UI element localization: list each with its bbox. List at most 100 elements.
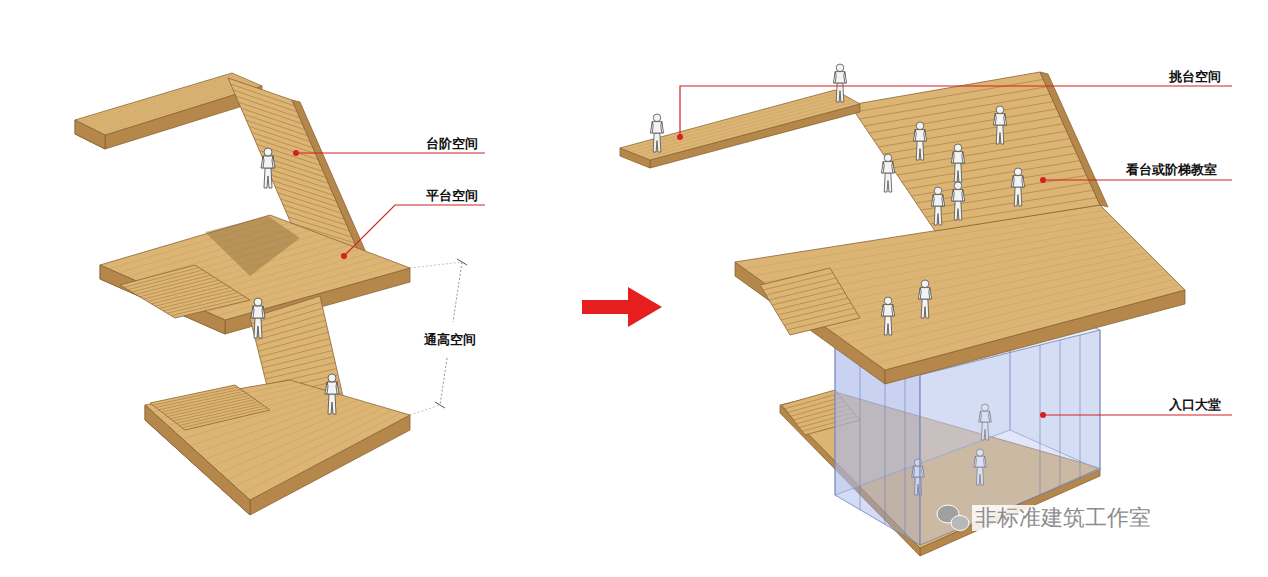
step-line bbox=[87, 78, 244, 126]
wechat-icon bbox=[937, 505, 969, 531]
person-figure bbox=[951, 144, 964, 182]
person-figure bbox=[918, 280, 931, 318]
step-line bbox=[859, 87, 1046, 119]
slab-top bbox=[620, 90, 860, 160]
step-line bbox=[267, 169, 331, 190]
mullion bbox=[905, 366, 906, 536]
step-line bbox=[93, 81, 250, 129]
step-line bbox=[883, 124, 1063, 154]
step-line bbox=[787, 313, 857, 330]
step-line bbox=[171, 298, 246, 316]
mullion bbox=[1080, 335, 1081, 478]
step-line bbox=[635, 97, 848, 154]
leader-line bbox=[680, 86, 1232, 137]
person-figure bbox=[261, 148, 275, 188]
leader-line bbox=[1043, 179, 1232, 180]
person-figure bbox=[931, 187, 944, 225]
step-line bbox=[819, 253, 1147, 323]
step-line bbox=[96, 82, 253, 130]
person-figure bbox=[913, 122, 926, 160]
step-line bbox=[275, 187, 339, 208]
step-line bbox=[251, 302, 321, 324]
leader-line bbox=[296, 152, 485, 153]
step-line bbox=[902, 153, 1077, 182]
stair bbox=[760, 268, 860, 335]
callout-label: 入口大堂 bbox=[1168, 397, 1222, 413]
step-line bbox=[744, 210, 1105, 268]
step-line bbox=[283, 205, 347, 225]
person-figure bbox=[325, 374, 339, 414]
step-line bbox=[810, 248, 1143, 317]
person-figure bbox=[833, 64, 846, 102]
step-line bbox=[99, 83, 256, 132]
mullion bbox=[1060, 340, 1061, 487]
leader-dot bbox=[1040, 177, 1046, 183]
slab-top bbox=[100, 215, 410, 320]
step-line bbox=[866, 279, 1174, 356]
slab-top bbox=[145, 380, 410, 500]
slab-edge bbox=[1040, 72, 1108, 207]
person-figure bbox=[951, 182, 964, 220]
step-line bbox=[159, 391, 244, 410]
step-line bbox=[156, 389, 241, 407]
bleacher bbox=[850, 72, 1100, 231]
step-line bbox=[173, 402, 258, 421]
transform-arrow bbox=[582, 287, 662, 327]
step-line bbox=[926, 190, 1094, 217]
stair bbox=[150, 385, 270, 430]
mullion bbox=[1040, 345, 1041, 495]
step-line bbox=[855, 79, 1044, 112]
leader-dot bbox=[677, 134, 683, 140]
step-line bbox=[864, 94, 1050, 126]
step-line bbox=[907, 161, 1080, 189]
step-line bbox=[162, 393, 247, 412]
step-line bbox=[876, 285, 1180, 364]
person-figure bbox=[251, 298, 265, 338]
right-model bbox=[620, 64, 1185, 556]
step-line bbox=[168, 398, 253, 417]
leader-line bbox=[1043, 414, 1232, 415]
left-model bbox=[75, 73, 410, 515]
step-line bbox=[165, 395, 250, 414]
step-line bbox=[278, 193, 342, 214]
slab-top bbox=[735, 205, 1185, 370]
callout-label: 看台或阶梯教室 bbox=[1125, 162, 1218, 178]
step-line bbox=[90, 80, 247, 128]
shadow bbox=[205, 216, 300, 276]
step-line bbox=[153, 387, 238, 405]
step-line bbox=[893, 139, 1071, 169]
step-line bbox=[911, 168, 1083, 196]
step-line bbox=[272, 181, 336, 202]
step-line bbox=[930, 198, 1096, 224]
person-figure bbox=[881, 297, 894, 335]
callout-label: 通高空间 bbox=[423, 332, 477, 348]
step-line bbox=[829, 258, 1153, 329]
step-line bbox=[249, 126, 313, 147]
step-line bbox=[869, 102, 1053, 133]
step-line bbox=[228, 408, 385, 480]
step-line bbox=[921, 183, 1090, 210]
step-line bbox=[243, 413, 402, 494]
callout-label: 挑台空间 bbox=[1168, 69, 1222, 85]
person-figure bbox=[650, 114, 663, 152]
step-line bbox=[857, 274, 1169, 350]
step-line bbox=[257, 326, 327, 346]
step-line bbox=[246, 120, 310, 141]
stair bbox=[120, 265, 250, 318]
leader-dot bbox=[293, 150, 299, 156]
step-line bbox=[874, 109, 1057, 140]
step-line bbox=[630, 95, 843, 152]
step-line bbox=[235, 410, 393, 486]
step-line bbox=[878, 116, 1060, 147]
leader-line bbox=[344, 205, 485, 256]
step-line bbox=[182, 408, 267, 428]
step-line bbox=[167, 295, 242, 313]
leader-dot bbox=[341, 253, 347, 259]
person-figure bbox=[1011, 168, 1024, 206]
step-line bbox=[838, 263, 1158, 336]
step-line bbox=[176, 404, 261, 424]
step-line bbox=[645, 102, 856, 158]
step-line bbox=[280, 199, 344, 219]
